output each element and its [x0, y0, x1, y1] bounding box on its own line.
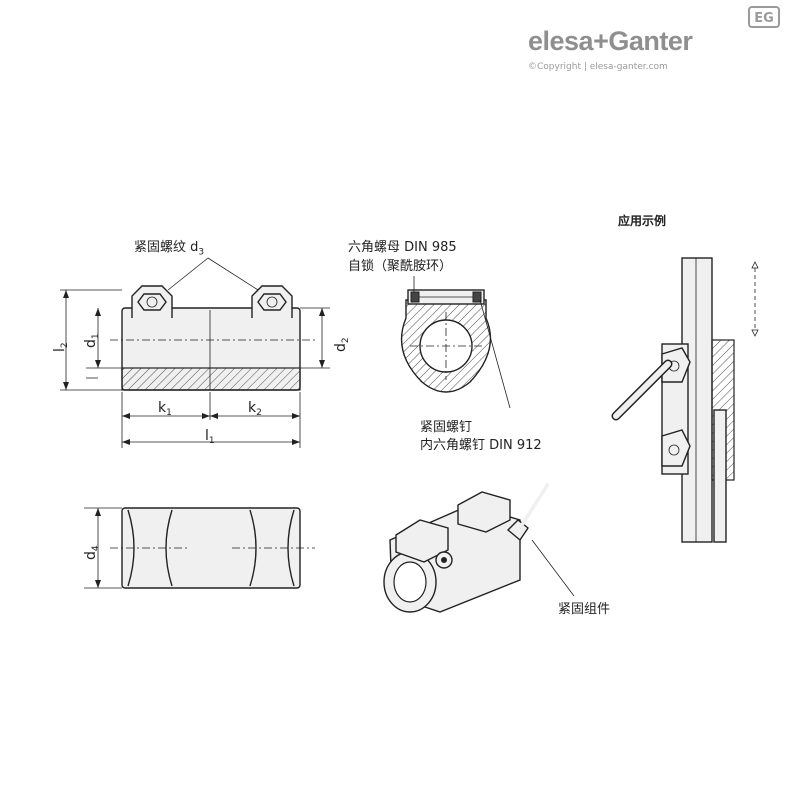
dim-l1: l1 [205, 428, 215, 446]
top-view [84, 507, 315, 589]
copyright-text: ©Copyright | elesa-ganter.com [528, 62, 668, 72]
front-view [60, 257, 330, 448]
section-view [400, 276, 511, 409]
thread-label-text: 紧固螺纹 d [134, 240, 199, 255]
hex-nut-label-line1: 六角螺母 DIN 985 [348, 240, 457, 255]
dim-d1: d1 [83, 333, 101, 348]
dim-l2: l2 [52, 342, 70, 352]
thread-label: 紧固螺纹 d3 [134, 236, 204, 258]
dim-k1: k1 [158, 400, 172, 418]
brand-logo-mark: EG [748, 6, 780, 28]
isometric-view [383, 483, 575, 613]
brand-name: elesa+Ganter [528, 26, 693, 56]
thread-label-sub: 3 [198, 247, 205, 258]
screw-label-line1: 紧固螺钉 [420, 420, 473, 435]
hex-nut-label-line2: 自锁（聚酰胺环） [348, 259, 453, 274]
dim-d2: d2 [333, 337, 351, 352]
application-view [611, 257, 759, 543]
clamp-set-label: 紧固组件 [558, 602, 611, 617]
application-label: 应用示例 [618, 214, 667, 228]
dim-d4: d4 [83, 545, 101, 560]
screw-label-line2: 内六角螺钉 DIN 912 [420, 438, 542, 453]
dim-k2: k2 [248, 400, 262, 418]
